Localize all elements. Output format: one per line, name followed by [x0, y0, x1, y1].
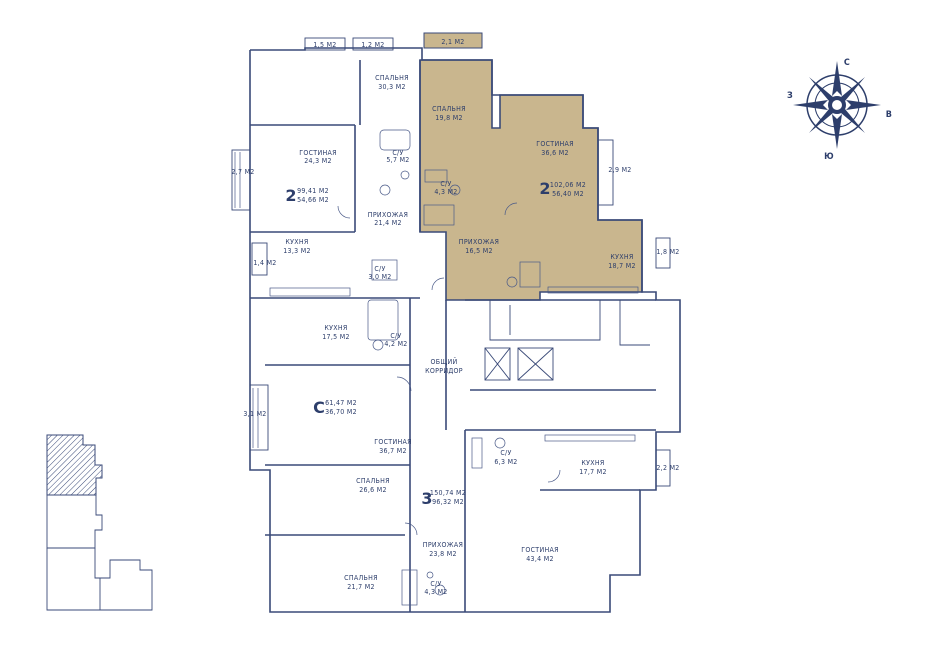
- apartment-living-area: 36,70 М2: [325, 408, 357, 416]
- apartment-living-area: 96,32 М2: [432, 498, 464, 506]
- room-area: 30,3 М2: [378, 83, 406, 91]
- balcony-area: 1,4 М2: [253, 259, 276, 267]
- room-area: 13,3 М2: [283, 247, 311, 255]
- apartment-rooms: 2: [539, 179, 550, 198]
- room-labels: СПАЛЬНЯ 30,3 М2 ГОСТИНАЯ 24,3 М2 С/У 5,7…: [283, 74, 636, 596]
- balcony-area: 2,1 М2: [441, 38, 464, 46]
- apartment-living-area: 54,66 М2: [297, 196, 329, 204]
- fixtures: [269, 129, 639, 606]
- room-name: СПАЛЬНЯ: [375, 74, 409, 82]
- room-name: КУХНЯ: [581, 459, 604, 467]
- apartment-total-area: 61,47 М2: [325, 399, 357, 407]
- room-area: 17,5 М2: [322, 333, 350, 341]
- room-area: 24,3 М2: [304, 157, 332, 165]
- balcony-area: 2,7 М2: [231, 168, 254, 176]
- balcony-area: 1,5 М2: [313, 41, 336, 49]
- room-name: КУХНЯ: [324, 324, 347, 332]
- room-area: 6,3 М2: [494, 458, 517, 466]
- compass-west: З: [787, 91, 793, 101]
- room-area: 3,0 М2: [368, 273, 391, 281]
- apartment-total-area: 150,74 М2: [430, 489, 466, 497]
- room-name: С/У: [440, 180, 451, 188]
- room-area: 18,7 М2: [608, 262, 636, 270]
- apartment-rooms: 2: [285, 186, 296, 205]
- room-name: ОБЩИЙ: [430, 357, 457, 366]
- balcony-area: 2,2 М2: [656, 464, 679, 472]
- room-name: СПАЛЬНЯ: [356, 477, 390, 485]
- room-area: 4,2 М2: [384, 340, 407, 348]
- room-name: ГОСТИНАЯ: [521, 546, 559, 554]
- room-area: 4,3 М2: [424, 588, 447, 596]
- room-name: ПРИХОЖАЯ: [368, 211, 408, 219]
- room-area: 4,3 М2: [434, 188, 457, 196]
- room-name: ПРИХОЖАЯ: [423, 541, 463, 549]
- apartment-rooms: 3: [421, 489, 432, 508]
- room-name: С/У: [390, 332, 401, 340]
- balcony-highlight: [423, 32, 483, 49]
- room-area: 36,7 М2: [379, 447, 407, 455]
- room-area: 5,7 М2: [386, 156, 409, 164]
- balcony-area: 2,9 М2: [608, 166, 631, 174]
- room-name: С/У: [500, 449, 511, 457]
- room-area: 16,5 М2: [465, 247, 493, 255]
- room-area: 21,4 М2: [374, 219, 402, 227]
- apartment-badges[interactable]: 2 99,41 М2 54,66 М2 2 102,06 М2 56,40 М2…: [285, 179, 586, 508]
- room-area: 43,4 М2: [526, 555, 554, 563]
- balcony-labels: 1,5 М2 1,2 М2 2,1 М2 2,7 М2 1,4 М2 2,9 М…: [231, 38, 679, 472]
- room-area: 26,6 М2: [359, 486, 387, 494]
- room-name: С/У: [374, 265, 385, 273]
- balconies: [231, 37, 671, 487]
- room-name: КУХНЯ: [285, 238, 308, 246]
- room-area: 36,6 М2: [541, 149, 569, 157]
- balcony-area: 1,2 М2: [361, 41, 384, 49]
- apartment-badge-left: 2 99,41 М2 54,66 М2: [285, 186, 329, 205]
- room-name: ГОСТИНАЯ: [299, 149, 337, 157]
- room-area: 21,7 М2: [347, 583, 375, 591]
- compass-south: Ю: [824, 152, 834, 162]
- apartment-badge-three: 3 150,74 М2 96,32 М2: [421, 489, 466, 508]
- compass-east: В: [886, 110, 892, 120]
- compass-north: С: [844, 58, 850, 68]
- apartment-total-area: 102,06 М2: [550, 181, 586, 189]
- apartment-rooms: С: [313, 398, 325, 417]
- apartment-badge-studio: С 61,47 М2 36,70 М2: [313, 398, 357, 417]
- balcony-area: 3,1 М2: [243, 410, 266, 418]
- room-name: КОРРИДОР: [425, 367, 463, 375]
- room-name: С/У: [430, 580, 441, 588]
- room-area: 19,8 М2: [435, 114, 463, 122]
- room-name: ПРИХОЖАЯ: [459, 238, 499, 246]
- room-name: СПАЛЬНЯ: [344, 574, 378, 582]
- room-name: КУХНЯ: [610, 253, 633, 261]
- room-area: 17,7 М2: [579, 468, 607, 476]
- room-name: ГОСТИНАЯ: [536, 140, 574, 148]
- room-name: СПАЛЬНЯ: [432, 105, 466, 113]
- compass-rose: С В Ю З: [787, 58, 892, 162]
- key-plan: [46, 434, 153, 611]
- apartment-living-area: 56,40 М2: [552, 190, 584, 198]
- building-outline: [249, 47, 681, 613]
- balcony-area: 1,8 М2: [656, 248, 679, 256]
- room-name: С/У: [392, 149, 403, 157]
- apartment-badge-highlight: 2 102,06 М2 56,40 М2: [539, 179, 586, 198]
- room-name: ГОСТИНАЯ: [374, 438, 412, 446]
- apartment-total-area: 99,41 М2: [297, 187, 329, 195]
- room-area: 23,8 М2: [429, 550, 457, 558]
